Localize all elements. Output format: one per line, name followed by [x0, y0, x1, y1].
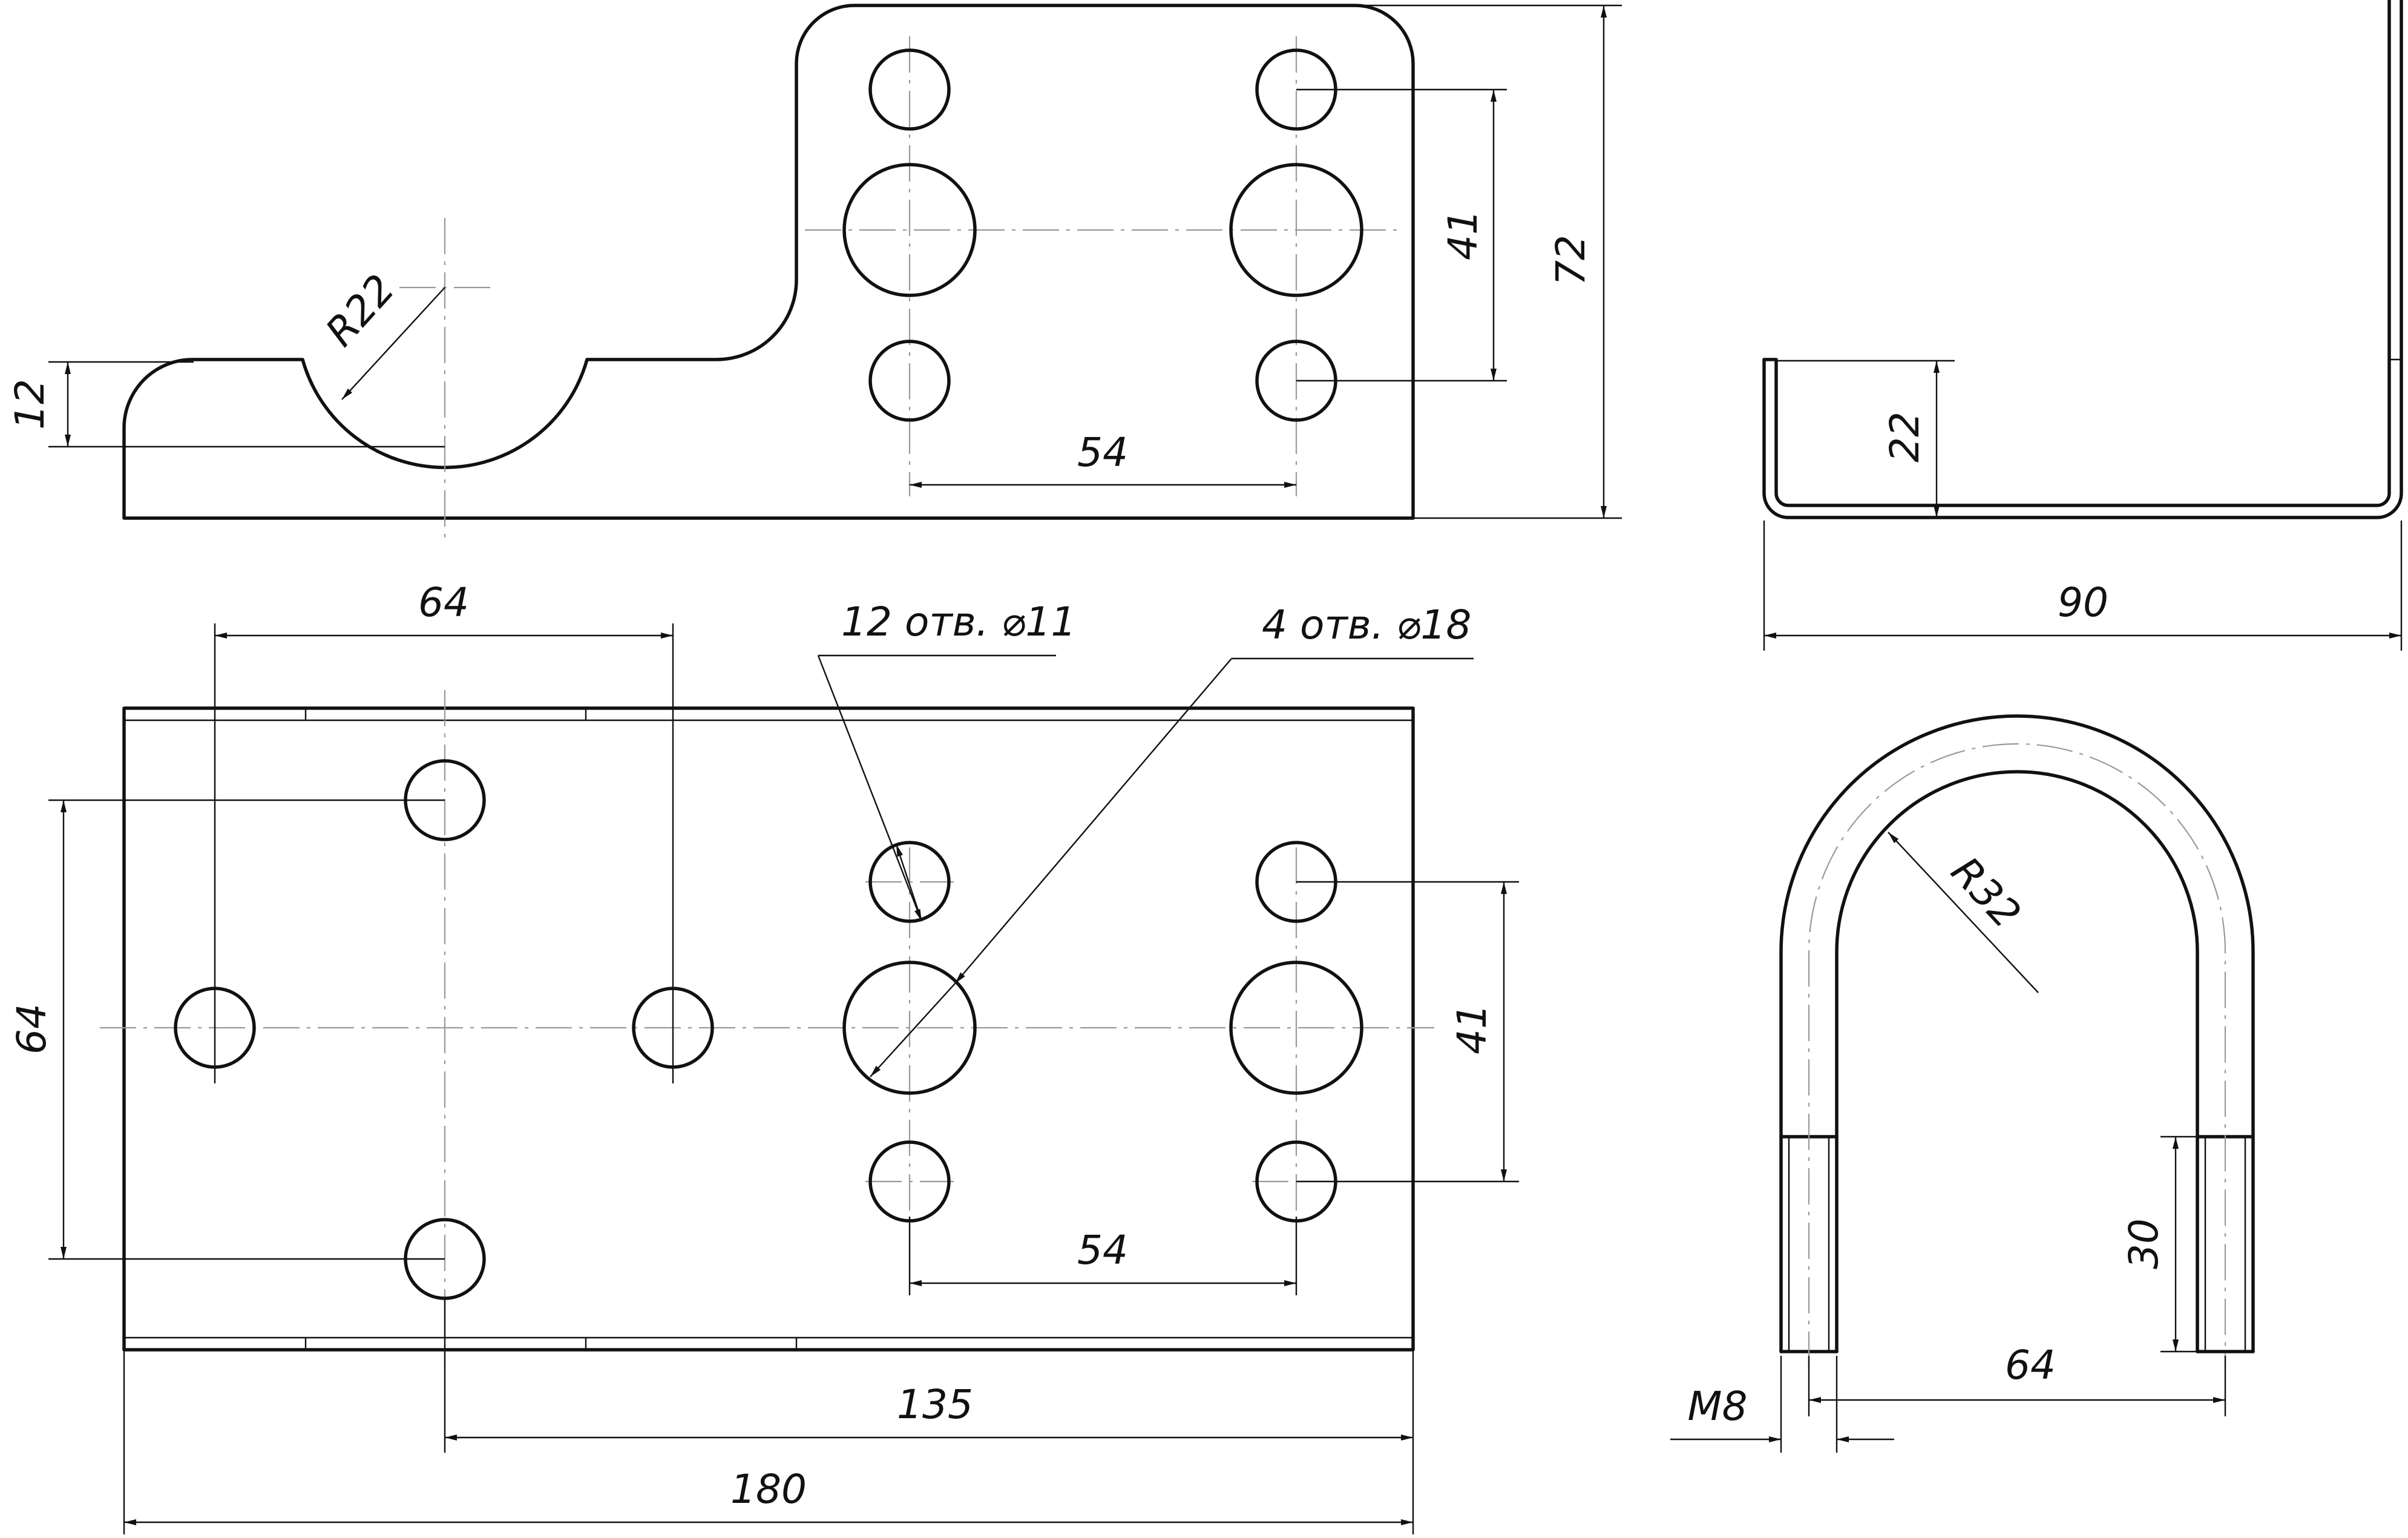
ubolt-centerline	[1808, 743, 2226, 1368]
front-dim-41-label: 41	[1440, 209, 1486, 260]
front-view: 12 R22 41 72 54	[7, 4, 1622, 545]
plan-dim-54-label: 54	[1077, 1227, 1128, 1273]
plan-note-large-holes: 4 отв. ⌀18	[1262, 602, 1471, 648]
front-hole	[868, 48, 951, 131]
ubolt-dim-64-label: 64	[2005, 1342, 2056, 1388]
plan-note-small-leader-inner	[895, 844, 923, 922]
front-hole	[868, 340, 951, 422]
plan-note-small-leader	[817, 655, 923, 922]
ubolt-dim-r32-leader	[1888, 832, 2039, 993]
plan-note-large-leader-inner	[870, 983, 956, 1077]
plan-note-small-holes: 12 отв. ⌀11	[841, 599, 1076, 645]
plan-dim-64v-label: 64	[8, 1004, 55, 1054]
side-view: 22 90	[1762, 0, 2403, 651]
plan-hole-large	[1229, 961, 1363, 1095]
side-dim-22-label: 22	[1881, 412, 1928, 462]
front-hole-large	[842, 163, 977, 297]
ubolt-outline-outer	[1779, 714, 2255, 1353]
plan-note-large-leader	[954, 658, 1232, 984]
ubolt-dim-m8-label: M8	[1688, 1383, 1748, 1430]
front-dim-54-label: 54	[1077, 429, 1128, 476]
plan-view-outline	[122, 706, 1415, 1352]
ubolt-dim-30-label: 30	[2121, 1218, 2167, 1269]
front-dim-r22-leader	[341, 287, 445, 400]
plan-hole-large	[842, 961, 977, 1095]
plan-dim-135-label: 135	[897, 1381, 973, 1428]
plan-hole	[868, 841, 951, 923]
ubolt-dim-r32-label: R32	[1942, 848, 2030, 937]
plan-view: 64 64 41 54 135 180 12 отв. ⌀11	[8, 579, 1519, 1534]
ubolt-outline-inner	[1835, 770, 2199, 1353]
side-dim-90-label: 90	[2058, 579, 2108, 626]
side-view-outline-inner	[1774, 0, 2391, 507]
plan-dim-41-label: 41	[1449, 1004, 1495, 1054]
front-dim-12-label: 12	[7, 379, 53, 430]
front-view-outline	[122, 4, 1415, 520]
ubolt-view: R32 30 64 M8	[1670, 714, 2255, 1453]
plan-dim-180-label: 180	[730, 1466, 807, 1513]
front-dim-r22-label: R22	[317, 266, 404, 355]
side-view-outline-outer	[1762, 0, 2403, 519]
plan-dim-64h-label: 64	[418, 579, 469, 626]
front-hole-large	[1229, 163, 1363, 297]
front-dim-72-label: 72	[1547, 235, 1594, 286]
